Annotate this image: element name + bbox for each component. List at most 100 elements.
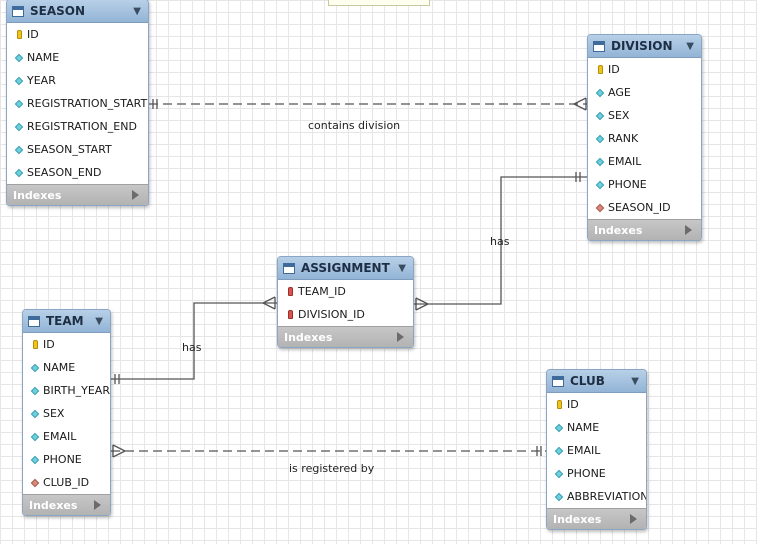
- indexes-section[interactable]: Indexes: [23, 494, 110, 515]
- column-name: SEASON_START: [27, 143, 112, 156]
- column-name: SEX: [608, 109, 630, 122]
- column-icon: [593, 180, 607, 189]
- table-column[interactable]: TEAM_ID: [278, 280, 413, 303]
- table-column[interactable]: EMAIL: [23, 425, 110, 448]
- column-name: EMAIL: [608, 155, 642, 168]
- expand-arrow-icon[interactable]: [685, 225, 692, 235]
- column-name: ID: [608, 63, 620, 76]
- column-icon: [593, 88, 607, 97]
- collapse-triangle-icon[interactable]: ▼: [133, 5, 141, 17]
- table-column[interactable]: SEASON_END: [7, 161, 148, 184]
- relationship-team-assignment: [111, 296, 277, 384]
- table-column[interactable]: ID: [7, 23, 148, 46]
- column-name: DIVISION_ID: [298, 308, 365, 321]
- foreign-key-column-icon: [593, 203, 607, 212]
- table-column[interactable]: PHONE: [588, 173, 701, 196]
- column-name: CLUB_ID: [43, 476, 90, 489]
- table-column[interactable]: SEX: [23, 402, 110, 425]
- column-icon: [28, 363, 42, 372]
- indexes-section[interactable]: Indexes: [588, 219, 701, 240]
- table-column[interactable]: NAME: [23, 356, 110, 379]
- collapse-triangle-icon[interactable]: ▼: [686, 40, 694, 52]
- table-column[interactable]: YEAR: [7, 69, 148, 92]
- table-name: DIVISION: [611, 39, 673, 53]
- table-column[interactable]: RANK: [588, 127, 701, 150]
- table-column[interactable]: SEASON_ID: [588, 196, 701, 219]
- primary-key-icon: [593, 65, 607, 74]
- column-name: REGISTRATION_END: [27, 120, 137, 133]
- table-header[interactable]: TEAM ▼: [23, 310, 110, 333]
- column-name: PHONE: [43, 453, 82, 466]
- table-column[interactable]: SEASON_START: [7, 138, 148, 161]
- expand-arrow-icon[interactable]: [132, 190, 139, 200]
- table-column[interactable]: EMAIL: [588, 150, 701, 173]
- column-icon: [12, 145, 26, 154]
- table-icon: [552, 375, 564, 387]
- foreign-primary-key-icon: [283, 287, 297, 296]
- table-header[interactable]: ASSIGNMENT ▼: [278, 257, 413, 280]
- indexes-section[interactable]: Indexes: [547, 508, 646, 529]
- table-column[interactable]: AGE: [588, 81, 701, 104]
- table-column[interactable]: ID: [588, 58, 701, 81]
- relationship-season-division: [149, 97, 588, 111]
- table-column[interactable]: ID: [23, 333, 110, 356]
- relationship-label-division-has: has: [490, 235, 510, 248]
- expand-arrow-icon[interactable]: [397, 332, 404, 342]
- collapse-triangle-icon[interactable]: ▼: [95, 315, 103, 327]
- column-name: SEASON_ID: [608, 201, 671, 214]
- column-icon: [552, 423, 566, 432]
- table-header[interactable]: SEASON ▼: [7, 0, 148, 23]
- column-name: RANK: [608, 132, 639, 145]
- expand-arrow-icon[interactable]: [94, 500, 101, 510]
- table-team[interactable]: TEAM ▼ ID NAME BIRTH_YEAR SEX EMAIL PHONE CLUB…: [22, 309, 111, 516]
- column-name: ID: [27, 28, 39, 41]
- relationship-label-contains-division: contains division: [308, 119, 401, 132]
- column-name: REGISTRATION_START: [27, 97, 148, 110]
- column-icon: [12, 168, 26, 177]
- foreign-key-column-icon: [28, 478, 42, 487]
- relationship-label-team-has: has: [182, 341, 202, 354]
- column-name: NAME: [27, 51, 60, 64]
- table-header[interactable]: DIVISION ▼: [588, 35, 701, 58]
- column-name: ID: [567, 398, 579, 411]
- table-column[interactable]: REGISTRATION_START: [7, 92, 148, 115]
- table-column[interactable]: ABBREVIATION: [547, 485, 646, 508]
- expand-arrow-icon[interactable]: [630, 514, 637, 524]
- table-column[interactable]: PHONE: [547, 462, 646, 485]
- column-icon: [12, 53, 26, 62]
- table-column[interactable]: NAME: [7, 46, 148, 69]
- table-assignment[interactable]: ASSIGNMENT ▼ TEAM_ID DIVISION_ID Indexes: [277, 256, 414, 348]
- table-division[interactable]: DIVISION ▼ ID AGE SEX RANK EMAIL PHONE SEASON_…: [587, 34, 702, 241]
- table-column[interactable]: CLUB_ID: [23, 471, 110, 494]
- column-name: SEX: [43, 407, 65, 420]
- table-column[interactable]: PHONE: [23, 448, 110, 471]
- column-name: PHONE: [567, 467, 606, 480]
- table-column[interactable]: SEX: [588, 104, 701, 127]
- table-column[interactable]: EMAIL: [547, 439, 646, 462]
- table-column[interactable]: REGISTRATION_END: [7, 115, 148, 138]
- column-name: BIRTH_YEAR: [43, 384, 110, 397]
- table-column[interactable]: BIRTH_YEAR: [23, 379, 110, 402]
- table-column[interactable]: ID: [547, 393, 646, 416]
- table-name: ASSIGNMENT: [301, 261, 390, 275]
- column-icon: [28, 432, 42, 441]
- column-name: PHONE: [608, 178, 647, 191]
- table-header[interactable]: CLUB ▼: [547, 370, 646, 393]
- table-icon: [593, 40, 605, 52]
- collapse-triangle-icon[interactable]: ▼: [631, 375, 639, 387]
- table-season[interactable]: SEASON ▼ ID NAME YEAR REGISTRATION_START REG…: [6, 0, 149, 206]
- indexes-section[interactable]: Indexes: [278, 326, 413, 347]
- table-column[interactable]: DIVISION_ID: [278, 303, 413, 326]
- column-name: ID: [43, 338, 55, 351]
- table-column[interactable]: NAME: [547, 416, 646, 439]
- column-icon: [28, 386, 42, 395]
- column-icon: [552, 446, 566, 455]
- column-name: YEAR: [27, 74, 56, 87]
- indexes-section[interactable]: Indexes: [7, 184, 148, 205]
- table-name: SEASON: [30, 4, 86, 18]
- collapse-triangle-icon[interactable]: ▼: [398, 262, 406, 274]
- column-icon: [552, 469, 566, 478]
